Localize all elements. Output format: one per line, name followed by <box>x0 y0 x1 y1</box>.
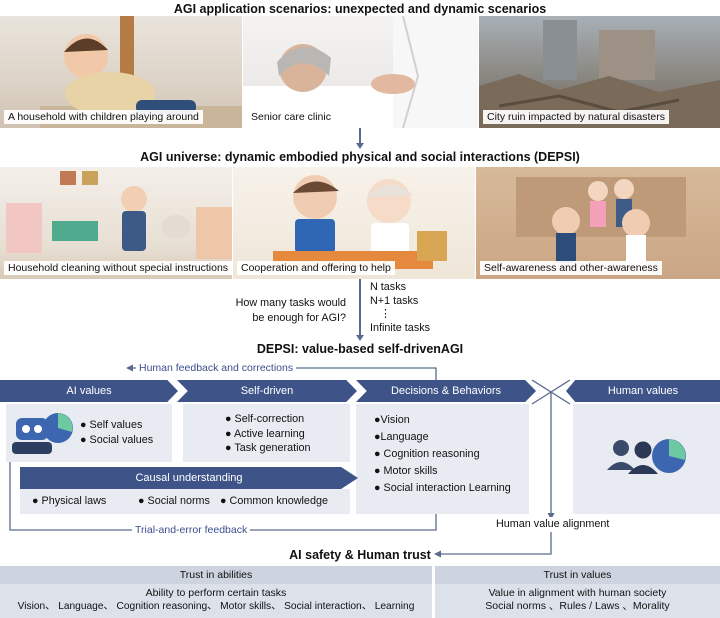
arrow-down-1 <box>359 128 361 144</box>
trust-values-box: Trust in values Value in alignment with … <box>435 566 720 618</box>
safety-title: AI safety & Human trust <box>289 548 431 562</box>
task-item: N tasks <box>370 281 406 293</box>
decisions-panel: ●Vision ●Language ● Cognition reasoning … <box>356 404 529 514</box>
self-driven-item-text: Active learning <box>233 427 305 440</box>
self-driven-item: ● Active learning <box>225 427 305 440</box>
ai-values-item: ● Self values <box>80 419 143 431</box>
decisions-item: ●Vision <box>374 414 410 426</box>
alignment-label: Human value alignment <box>494 517 612 532</box>
trust-abilities-line2: Vision、 Language、 Cognition reasoning、 M… <box>17 601 415 612</box>
photo-city-ruin: City ruin impacted by natural disasters <box>479 16 720 128</box>
decisions-item-text: Social interaction Learning <box>383 482 511 494</box>
tasks-question-line-1: How many tasks would <box>235 297 346 309</box>
photo-household-cleaning: Household cleaning without special instr… <box>0 167 232 279</box>
ai-values-panel: ● Self values ● Social values <box>6 404 172 462</box>
decisions-list: ●Vision ●Language ● Cognition reasoning … <box>374 412 511 497</box>
depsi-title: DEPSI: value-based self-drivenAGI <box>256 342 464 356</box>
photo-household-children: A household with children playing around <box>0 16 242 128</box>
photo-self-awareness: Self-awareness and other-awareness <box>476 167 720 279</box>
self-driven-item-text: Task generation <box>234 442 311 454</box>
decisions-item-text: Motor skills <box>383 465 438 477</box>
scenarios-title: AGI application scenarios: unexpected an… <box>173 2 547 16</box>
photo-cooperation: Cooperation and offering to help <box>233 167 475 279</box>
self-driven-item: ● Self-correction <box>225 413 305 425</box>
scenario-caption-1: A household with children playing around <box>4 110 203 124</box>
causal-item-text: Physical laws <box>41 495 107 507</box>
trust-values-header: Trust in values <box>435 566 720 584</box>
trust-abilities-line1: Ability to perform certain tasks <box>145 587 287 599</box>
decisions-header: Decisions & Behaviors <box>356 380 536 402</box>
self-driven-item: ● Task generation <box>225 442 311 454</box>
self-driven-list: ● Self-correction ● Active learning ● Ta… <box>225 412 311 456</box>
human-values-panel <box>573 404 720 514</box>
ai-values-list: ● Self values ● Social values <box>80 418 153 447</box>
decisions-item-text: Cognition reasoning <box>383 448 480 460</box>
self-driven-panel: ● Self-correction ● Active learning ● Ta… <box>183 404 350 462</box>
human-values-header: Human values <box>566 380 720 402</box>
causal-item: ● Common knowledge <box>220 495 328 507</box>
causal-item-text: Social norms <box>147 495 210 507</box>
causal-item-text: Common knowledge <box>229 495 328 507</box>
causal-panel: ● Physical laws ● Social norms ● Common … <box>20 489 350 514</box>
trust-abilities-header: Trust in abilities <box>0 566 432 584</box>
tasks-list: N tasks N+1 tasks ⋮ Infinite tasks <box>370 281 430 335</box>
decisions-item: ●Language <box>374 431 429 443</box>
ai-values-item-text: Self values <box>89 419 143 431</box>
task-item: ⋮ <box>380 308 391 320</box>
ai-values-header: AI values <box>0 380 178 402</box>
scenario-caption-2: Senior care clinic <box>247 110 335 124</box>
decisions-item: ● Cognition reasoning <box>374 448 480 460</box>
universe-title: AGI universe: dynamic embodied physical … <box>140 150 580 164</box>
trial-feedback-label: Trial-and-error feedback <box>132 524 251 536</box>
universe-caption-2: Cooperation and offering to help <box>237 261 395 275</box>
causal-header: Causal understanding <box>20 467 358 489</box>
arrow-down-1-tip <box>356 143 364 149</box>
decisions-item-text: Language <box>380 431 429 443</box>
scenario-caption-3: City ruin impacted by natural disasters <box>483 110 669 124</box>
trust-values-line2: Social norms 、Rules / Laws 、Morality <box>485 600 670 612</box>
causal-item: ● Social norms <box>138 495 210 507</box>
tasks-question: How many tasks would be enough for AGI? <box>236 296 346 326</box>
trust-abilities-box: Trust in abilities Ability to perform ce… <box>0 566 432 618</box>
decisions-item: ● Social interaction Learning <box>374 482 511 494</box>
tasks-question-line-2: be enough for AGI? <box>252 312 346 324</box>
self-driven-item-text: Self-correction <box>234 413 305 425</box>
self-driven-header: Self-driven <box>177 380 357 402</box>
photo-senior-care: Senior care clinic <box>243 16 478 128</box>
universe-caption-1: Household cleaning without special instr… <box>4 261 232 275</box>
ai-values-item: ● Social values <box>80 433 154 446</box>
arrow-down-2 <box>359 279 361 336</box>
trust-values-line1: Value in alignment with human society <box>488 587 667 599</box>
robot-icon <box>12 413 73 454</box>
causal-item: ● Physical laws <box>32 495 107 507</box>
decisions-item: ● Motor skills <box>374 465 438 477</box>
task-item: N+1 tasks <box>370 294 419 307</box>
people-icon <box>607 439 686 474</box>
arrow-down-2-tip <box>356 335 364 341</box>
ai-values-item-text: Social values <box>89 433 154 446</box>
human-feedback-label: Human feedback and corrections <box>136 362 297 374</box>
universe-caption-3: Self-awareness and other-awareness <box>480 261 662 275</box>
task-item: Infinite tasks <box>370 321 431 334</box>
decisions-item-text: Vision <box>380 414 410 426</box>
